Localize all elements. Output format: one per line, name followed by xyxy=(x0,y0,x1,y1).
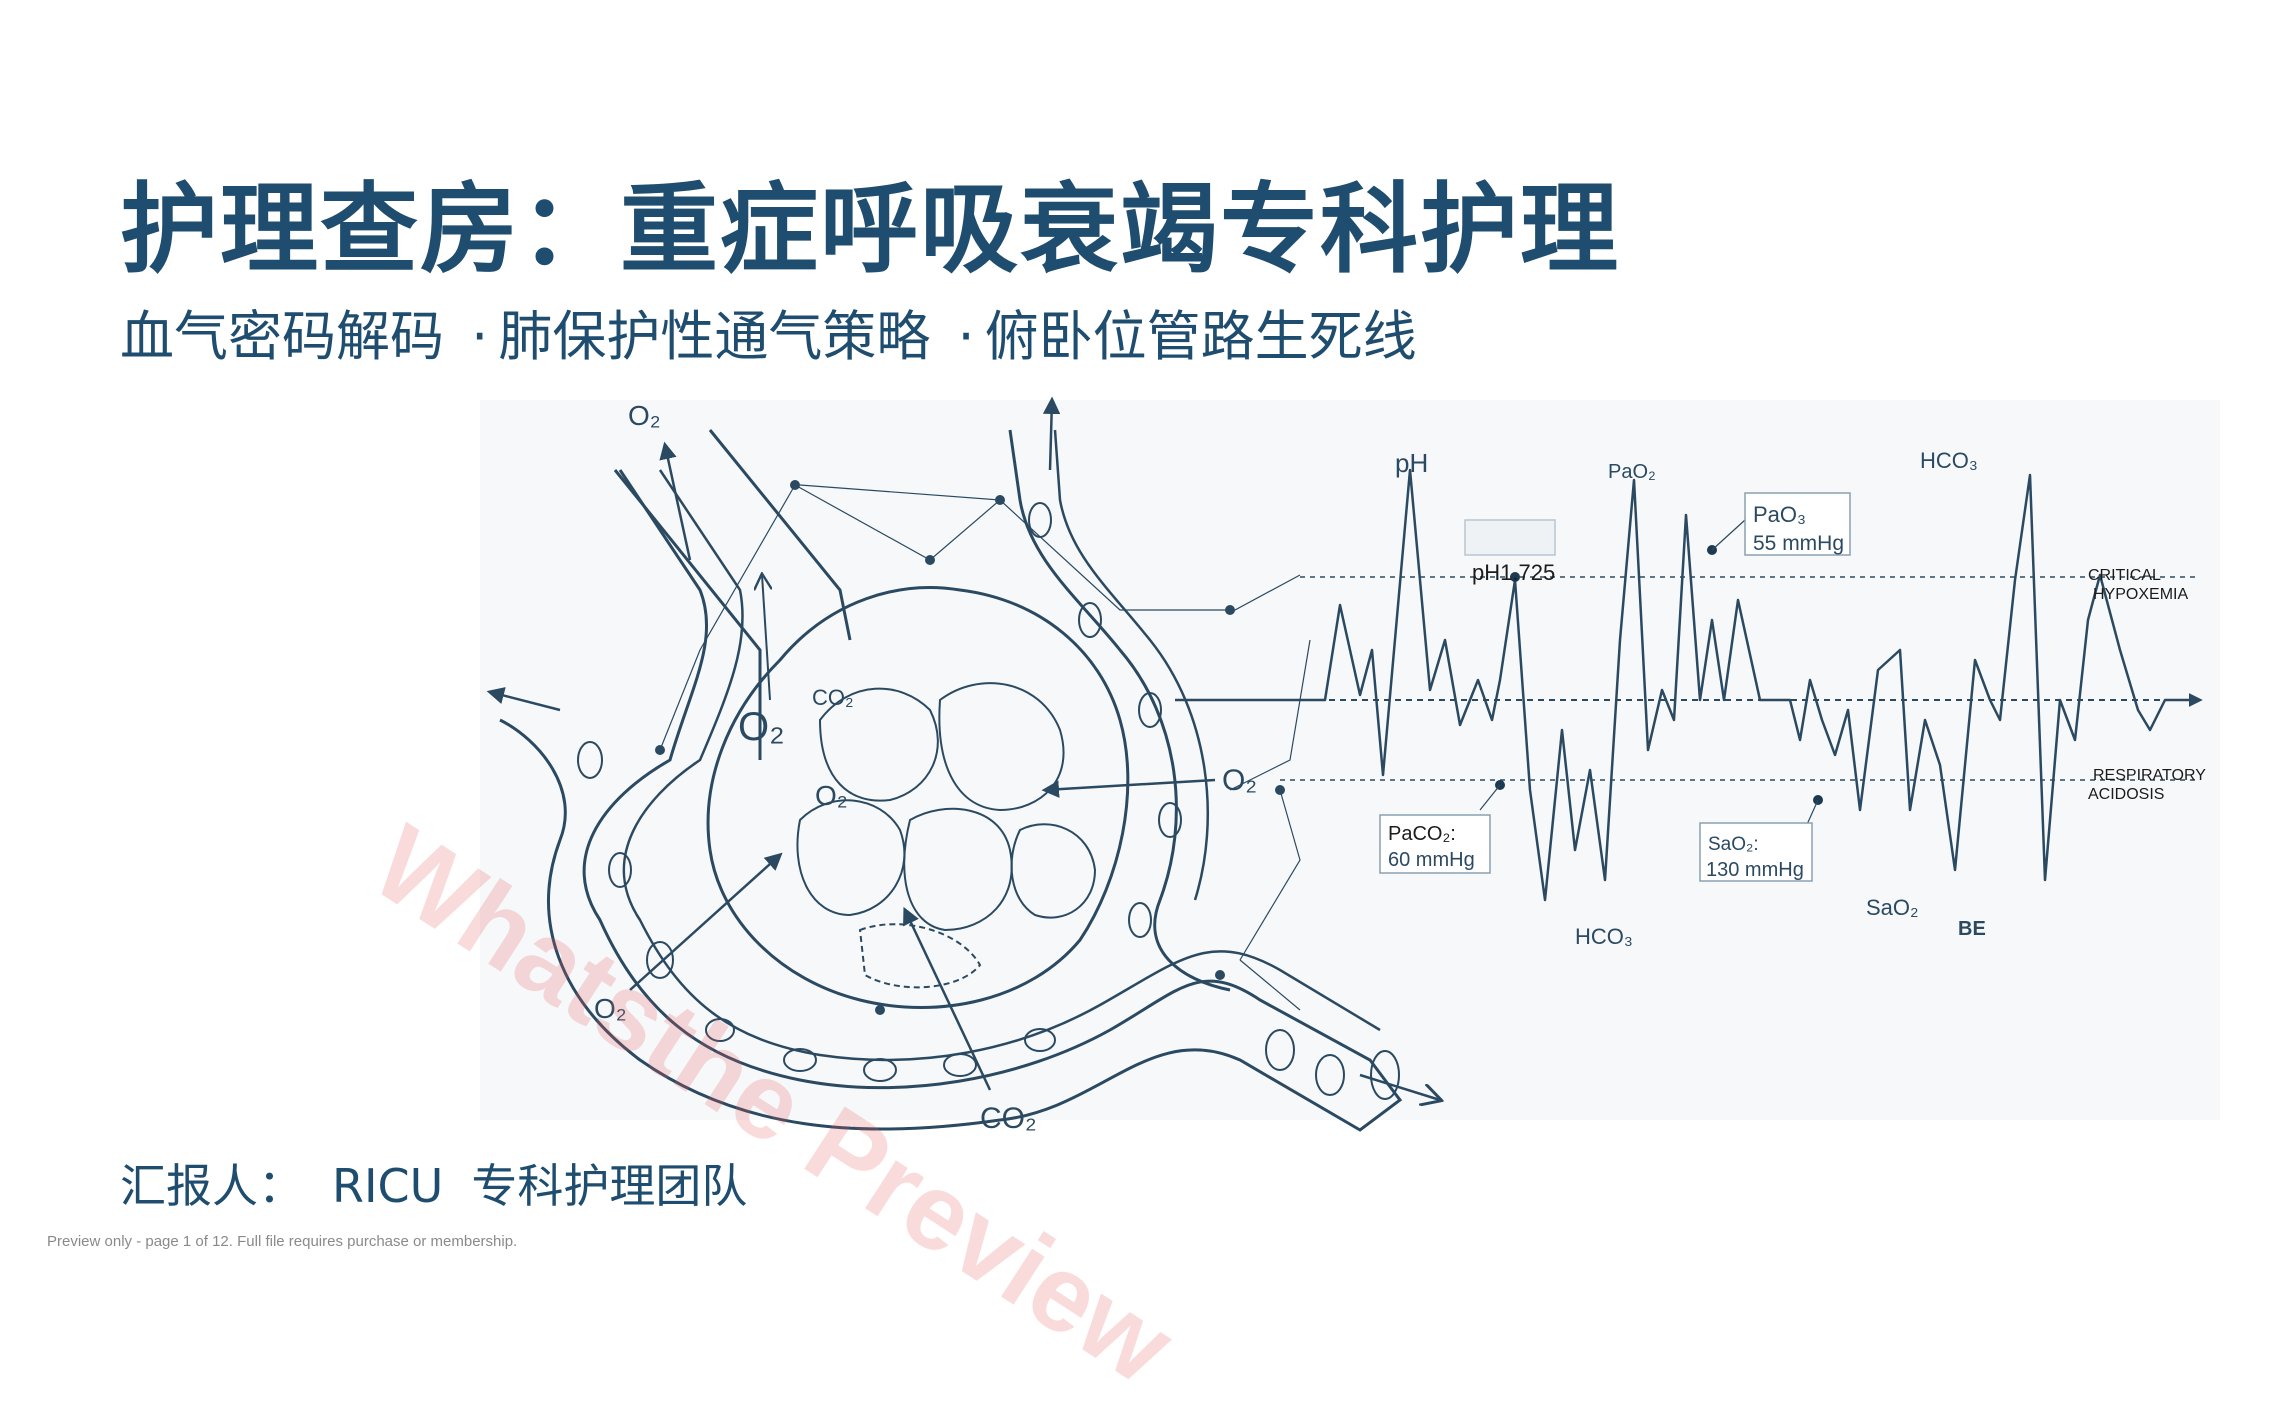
co2-arrow-bottom xyxy=(903,906,992,1091)
waveform-labels: pH PaO₂ HCO₃ pH1.725 PaO₃ 55 mmHg CRITIC… xyxy=(1388,448,2206,949)
subtitle-item-prone-position: 俯卧位管路生死线 xyxy=(984,305,1417,368)
label-o2-inner-small: O₂ xyxy=(815,780,848,811)
callout-boxes xyxy=(1379,492,1851,882)
airway-left xyxy=(613,469,762,760)
waveform-trace xyxy=(1175,468,2200,902)
label-hco3-bottom: HCO₃ xyxy=(1575,924,1633,949)
page-title: 护理查房：重症呼吸衰竭专科护理 xyxy=(120,173,1621,287)
left-vessel-arrow xyxy=(486,687,561,712)
reporter-name: RICU xyxy=(332,1159,444,1213)
o2-arrow-right-in xyxy=(1041,778,1216,798)
subtitle-separator: · xyxy=(957,305,975,368)
subtitle-item-blood-gas: 血气密码解码 xyxy=(120,305,444,368)
label-critical-2: HYPOXEMIA xyxy=(2093,586,2188,603)
reporter-team: 专科护理团队 xyxy=(471,1159,748,1213)
label-be: BE xyxy=(1958,918,1986,940)
subtitle-separator: · xyxy=(471,305,489,368)
label-paco2-value: 60 mmHg xyxy=(1388,849,1475,871)
page-subtitle: 血气密码解码 ·肺保护性通气策略 ·俯卧位管路生死线 xyxy=(120,292,1417,371)
subtitle-item-lung-protective: 肺保护性通气策略 xyxy=(498,305,931,368)
label-hco3-top: HCO₃ xyxy=(1920,448,1978,473)
red-blood-cells xyxy=(577,502,1400,1100)
pao3-callout-box xyxy=(1744,492,1851,556)
blood-flow-arrow xyxy=(1359,1073,1440,1100)
label-pao3-value: 55 mmHg xyxy=(1753,532,1844,555)
paco2-callout-box xyxy=(1379,814,1491,874)
label-paco2: PaCO₂: xyxy=(1388,823,1456,845)
airway-right xyxy=(708,429,852,641)
capillary-right-branch xyxy=(1008,429,1231,992)
label-sao2-box: SaO₂: xyxy=(1708,834,1759,855)
connective-fibres xyxy=(659,484,1311,1011)
alveolus-labels: O₂ CO₂ O₂ O₂ O₂ O₂ CO₂ xyxy=(594,400,1257,1135)
bloodgas-waveform xyxy=(1175,468,2203,902)
label-o2-inner-large: O₂ xyxy=(738,705,785,749)
label-co2-inner: CO₂ xyxy=(812,685,854,710)
label-ph-value: pH1.725 xyxy=(1472,560,1555,585)
label-resp-acidosis-2: ACIDOSIS xyxy=(2088,786,2164,803)
fibre-nodes xyxy=(655,480,1285,1015)
label-o2-bottom-left: O₂ xyxy=(594,993,627,1024)
label-o2-right: O₂ xyxy=(1222,764,1257,797)
label-sao2-bottom: SaO₂ xyxy=(1866,895,1919,920)
diagram-background xyxy=(480,400,2220,1120)
alveolus-illustration xyxy=(486,396,1440,1132)
label-ph: pH xyxy=(1395,448,1428,478)
co2-arrow-up xyxy=(762,575,770,701)
sao2-callout-box xyxy=(1699,822,1813,882)
label-sao2-box-value: 130 mmHg xyxy=(1706,859,1804,881)
reporter-label: 汇报人： xyxy=(120,1159,304,1213)
preview-footnote: Preview only - page 1 of 12. Full file r… xyxy=(47,1233,518,1250)
label-resp-acidosis-1: RESPIRATORY xyxy=(2093,767,2206,784)
label-co2-bottom: CO₂ xyxy=(980,1102,1037,1135)
alveolus-bloodgas-diagram: O₂ CO₂ O₂ O₂ O₂ O₂ CO₂ xyxy=(480,396,2220,1135)
label-critical-1: CRITICAL xyxy=(2088,567,2161,584)
airway-arrow-top xyxy=(1042,396,1061,471)
capillary-outer-wall xyxy=(499,469,1403,1132)
label-pao2-top: PaO₂ xyxy=(1608,461,1656,483)
capillary-right-branch-inner xyxy=(1053,429,1209,901)
reporter-line: 汇报人： RICU 专科护理团队 xyxy=(120,1150,747,1216)
ph-value-box xyxy=(1464,519,1556,556)
label-pao3: PaO₃ xyxy=(1753,502,1806,527)
o2-arrow-bottom-left xyxy=(629,852,783,991)
alveolar-sac xyxy=(706,586,1130,1009)
o2-arrow-up xyxy=(659,441,692,561)
label-o2-top: O₂ xyxy=(628,400,661,431)
